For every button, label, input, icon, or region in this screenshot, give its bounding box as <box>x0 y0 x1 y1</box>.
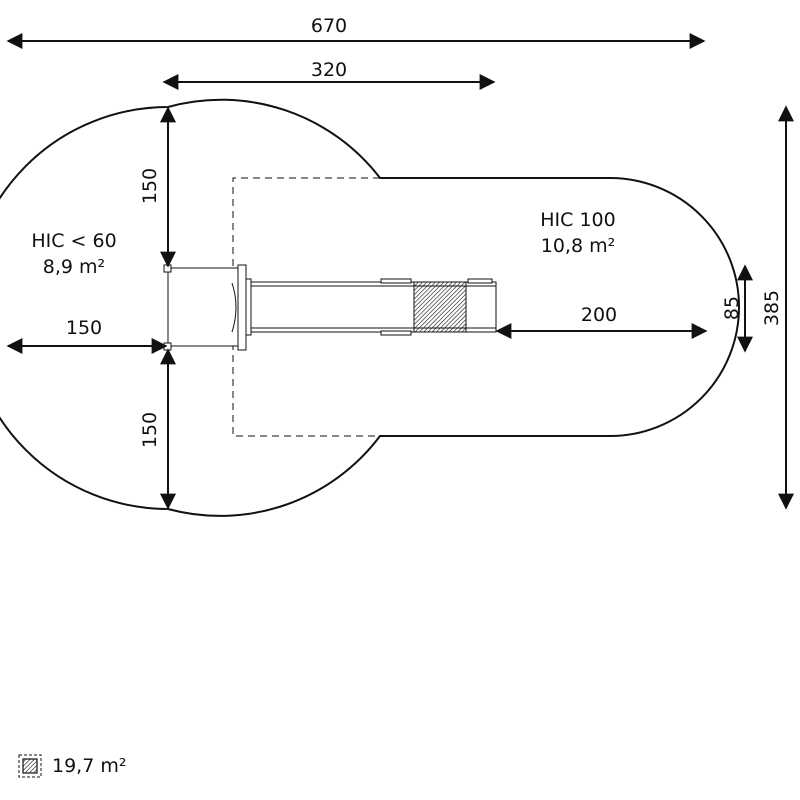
legend: 19,7 m² <box>18 754 126 778</box>
dim-label-overall-depth: 385 <box>761 290 783 326</box>
dim-label-slide-width: 85 <box>721 296 743 320</box>
slide <box>245 278 497 336</box>
dim-label-left-bottom: 150 <box>139 412 161 448</box>
legend-total-area: 19,7 m² <box>52 755 127 777</box>
dim-label-left-top: 150 <box>139 168 161 204</box>
dim-label-left-side: 150 <box>66 317 102 339</box>
hatched-square-icon <box>18 754 42 778</box>
zone-label-left-hic: HIC < 60 <box>31 230 116 252</box>
dim-label-platform-span: 320 <box>311 59 347 81</box>
zone-label-right-hic: HIC 100 <box>540 209 615 231</box>
zone-label-right-area: 10,8 m² <box>541 235 615 257</box>
safety-zone-outline <box>0 98 740 517</box>
dim-label-slide-run-out: 200 <box>581 304 617 326</box>
zone-label-left-area: 8,9 m² <box>43 256 105 278</box>
platform <box>163 264 247 351</box>
dim-label-overall-width: 670 <box>311 15 347 37</box>
